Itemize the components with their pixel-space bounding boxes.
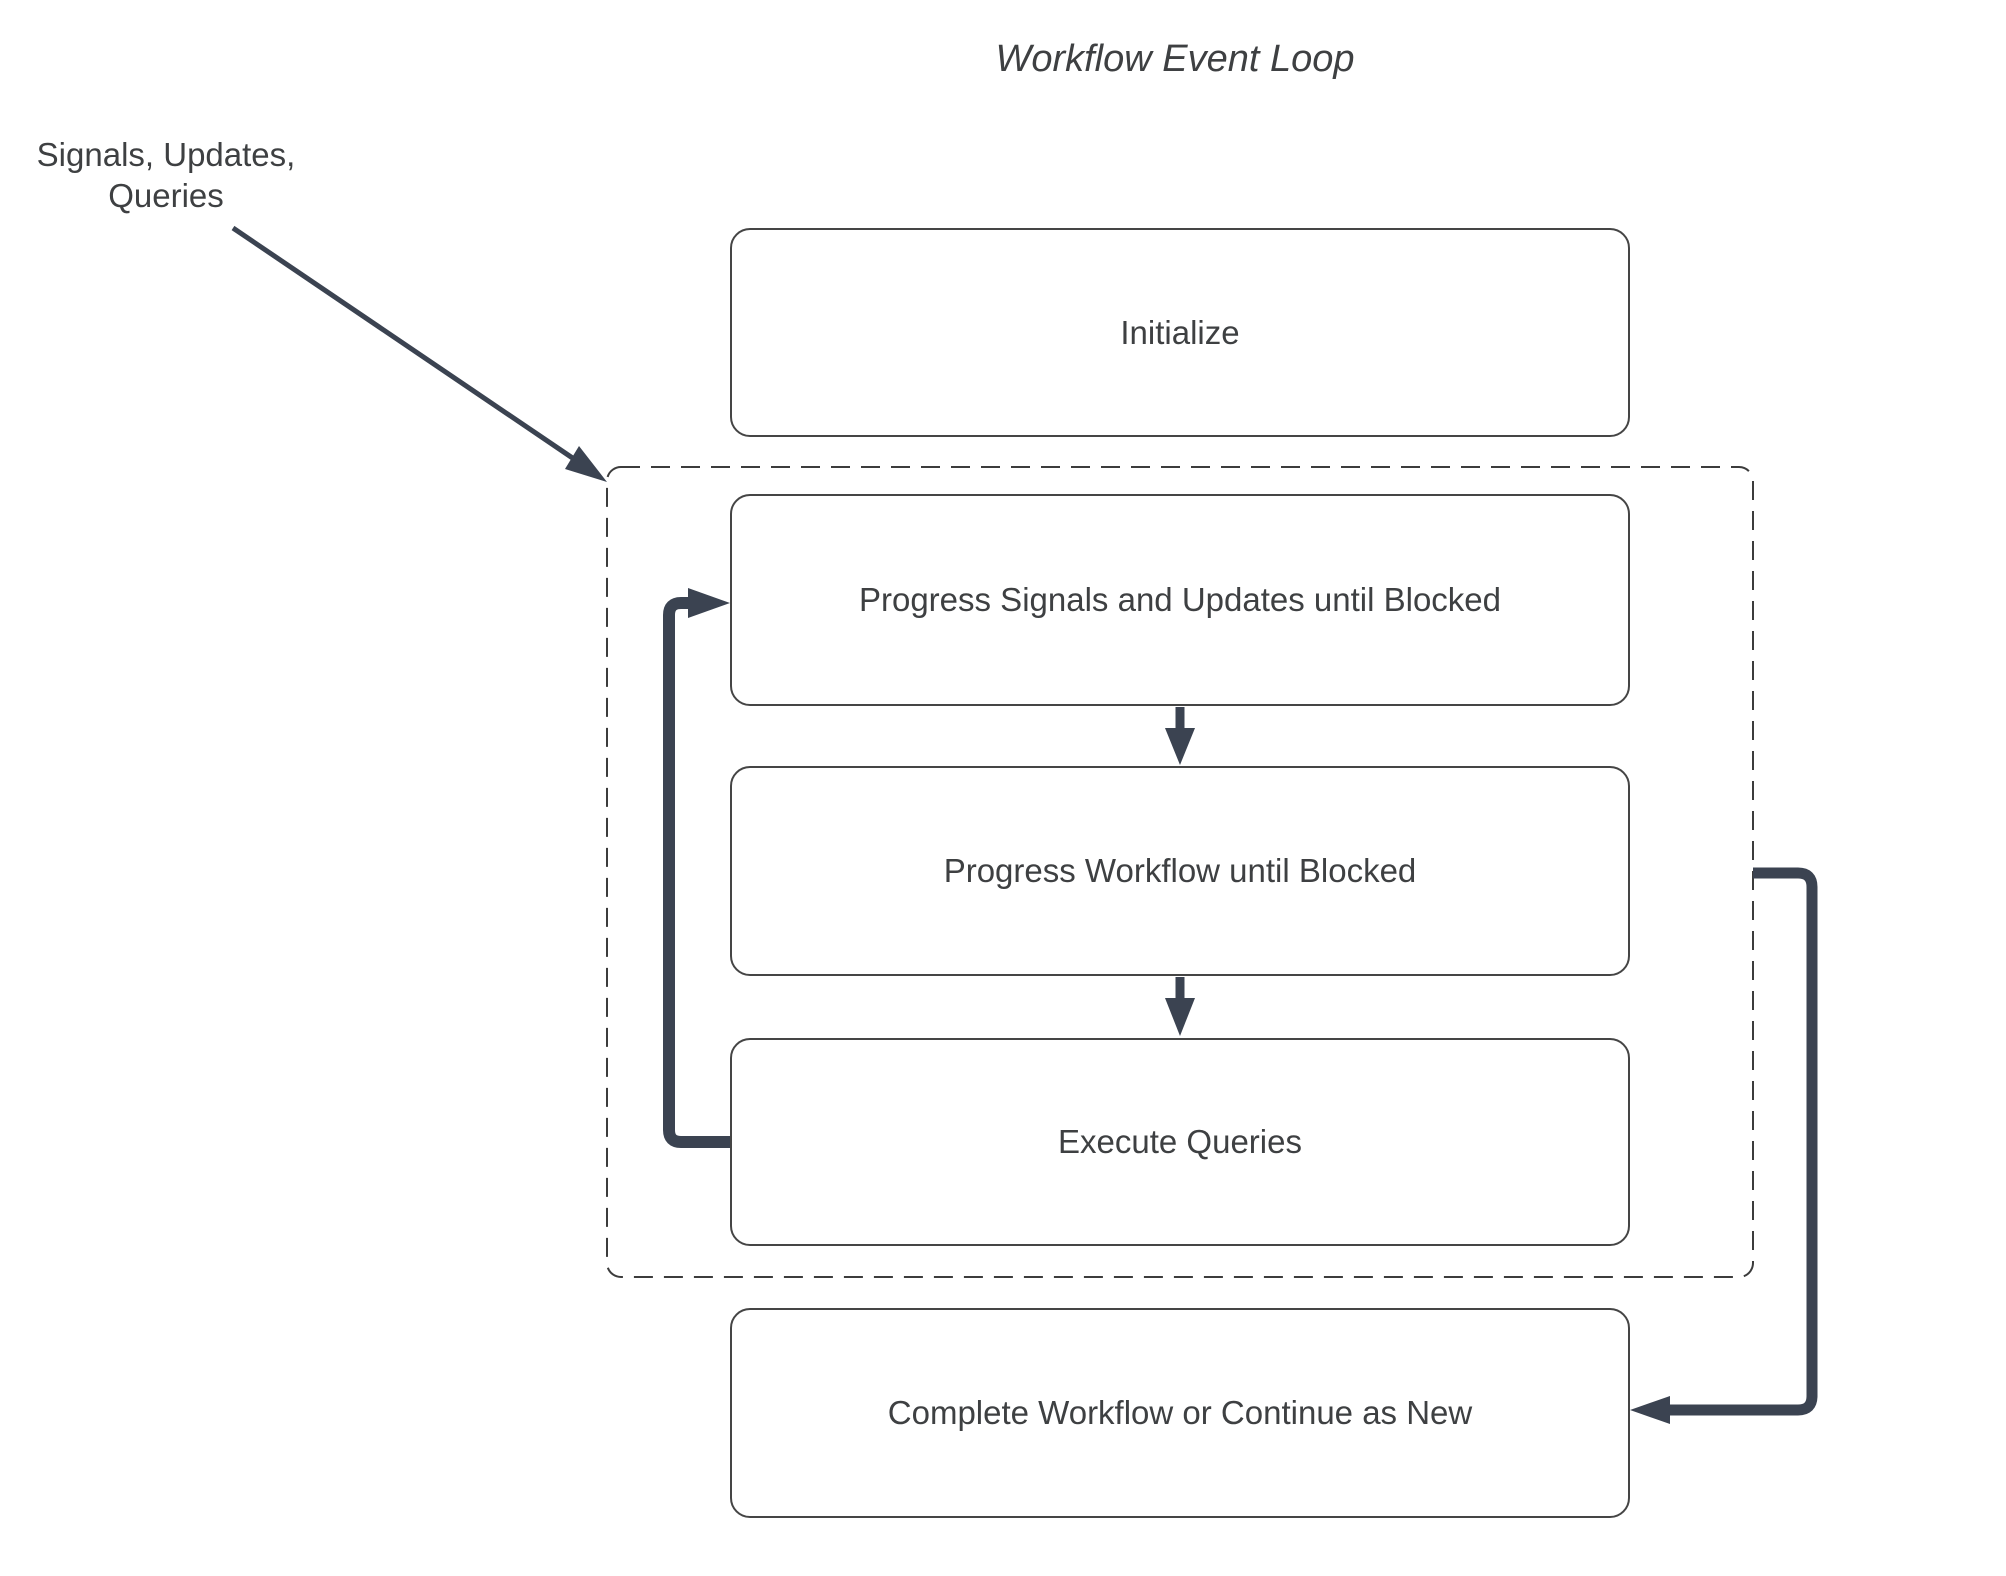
node-execute-queries-label: Execute Queries bbox=[1058, 1123, 1302, 1160]
external-input-label: Signals, Updates, Queries bbox=[16, 134, 316, 216]
node-execute-queries: Execute Queries bbox=[730, 1038, 1630, 1246]
node-initialize: Initialize bbox=[730, 228, 1630, 437]
diagram-title: Workflow Event Loop bbox=[995, 38, 1355, 80]
node-progress-signals-and-updates: Progress Signals and Updates until Block… bbox=[730, 494, 1630, 706]
node-progress-workflow: Progress Workflow until Blocked bbox=[730, 766, 1630, 976]
node-initialize-label: Initialize bbox=[1120, 313, 1240, 351]
node-complete-workflow: Complete Workflow or Continue as New bbox=[730, 1308, 1630, 1518]
loop-back-arrow bbox=[663, 588, 730, 1148]
node-complete-workflow-label: Complete Workflow or Continue as New bbox=[887, 1394, 1473, 1431]
down-arrow-2 bbox=[1165, 977, 1195, 1036]
node-progress-signals-label: Progress Signals and Updates until Block… bbox=[858, 581, 1502, 618]
external-input-label-line1: Signals, Updates, bbox=[36, 136, 296, 173]
node-progress-workflow-label: Progress Workflow until Blocked bbox=[943, 852, 1417, 889]
exit-to-complete-arrow bbox=[1630, 867, 1818, 1424]
external-input-label-line2: Queries bbox=[108, 177, 224, 214]
down-arrow-1 bbox=[1165, 707, 1195, 765]
signals-input-arrow bbox=[231, 225, 607, 482]
